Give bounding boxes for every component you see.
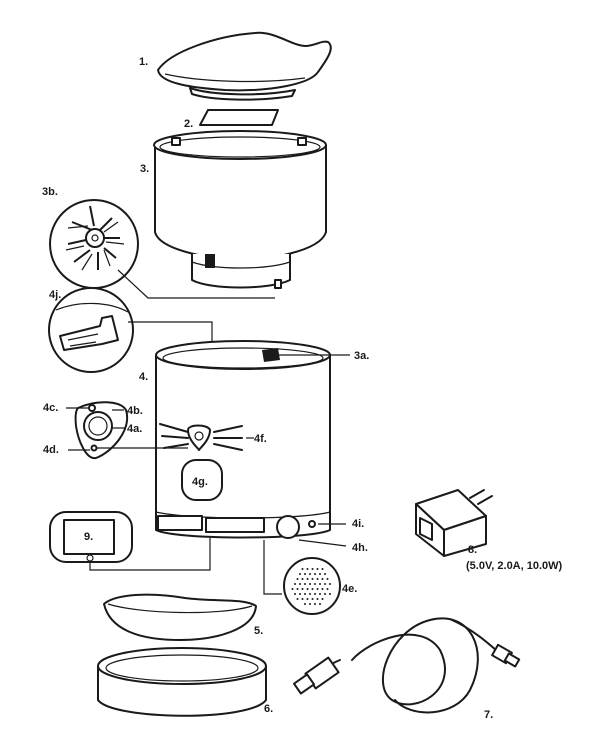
speaker-detail-callout — [263, 540, 341, 615]
usb-charger-part — [415, 489, 493, 557]
speaker-hole — [314, 573, 316, 575]
food-bowl-part — [103, 593, 257, 641]
rotor-detail-callout — [49, 199, 275, 299]
label-8-spec: (5.0V, 2.0A, 10.0W) — [466, 560, 563, 572]
label-4i: 4i. — [352, 518, 364, 530]
label-4a: 4a. — [127, 423, 142, 435]
speaker-hole — [324, 583, 326, 585]
label-9: 9. — [84, 531, 93, 543]
battery-box-callout — [49, 511, 211, 571]
speaker-hole — [301, 568, 304, 570]
label-4j: 4j. — [49, 289, 61, 301]
speaker-hole — [321, 598, 324, 600]
speaker-hole — [294, 593, 296, 595]
speaker-hole — [321, 588, 324, 590]
label-4e: 4e. — [342, 583, 357, 595]
hook-detail-callout — [48, 287, 213, 373]
speaker-hole — [319, 593, 321, 595]
speaker-hole — [296, 588, 299, 590]
speaker-hole — [314, 603, 316, 605]
label-4g: 4g. — [192, 476, 208, 488]
speaker-hole — [301, 598, 304, 600]
speaker-hole — [309, 583, 311, 585]
label-4b: 4b. — [127, 405, 143, 417]
label-3a: 3a. — [354, 350, 369, 362]
speaker-hole — [324, 593, 326, 595]
speaker-hole — [326, 578, 329, 580]
speaker-hole — [299, 573, 301, 575]
label-6: 6. — [264, 703, 273, 715]
speaker-hole — [314, 593, 316, 595]
label-4: 4. — [139, 371, 148, 383]
speaker-hole — [329, 593, 331, 595]
speaker-hole — [304, 573, 306, 575]
speaker-hole — [316, 598, 319, 600]
speaker-hole — [314, 583, 316, 585]
speaker-hole — [316, 568, 319, 570]
speaker-hole — [319, 573, 321, 575]
label-3: 3. — [140, 163, 149, 175]
speaker-hole — [324, 573, 326, 575]
bowl-base-part — [97, 647, 267, 717]
label-3b: 3b. — [42, 186, 58, 198]
speaker-hole — [329, 583, 331, 585]
desiccant-pad-part — [199, 109, 279, 126]
speaker-hole — [306, 588, 309, 590]
speaker-hole — [299, 593, 301, 595]
speaker-hole — [301, 578, 304, 580]
speaker-hole — [319, 583, 321, 585]
speaker-hole — [304, 593, 306, 595]
speaker-hole — [301, 588, 304, 590]
label-4f: 4f. — [254, 433, 267, 445]
speaker-hole — [309, 593, 311, 595]
speaker-hole — [321, 568, 324, 570]
speaker-hole — [316, 578, 319, 580]
speaker-hole — [311, 568, 314, 570]
speaker-hole — [306, 568, 309, 570]
label-4h: 4h. — [352, 542, 368, 554]
speaker-hole — [309, 603, 311, 605]
speaker-hole — [304, 603, 306, 605]
speaker-hole — [306, 598, 309, 600]
speaker-hole — [304, 583, 306, 585]
speaker-hole — [319, 603, 321, 605]
food-container-part — [153, 130, 327, 289]
label-5: 5. — [254, 625, 263, 637]
speaker-hole — [311, 578, 314, 580]
speaker-hole — [316, 588, 319, 590]
label-1: 1. — [139, 56, 148, 68]
speaker-hole — [306, 578, 309, 580]
speaker-hole — [321, 578, 324, 580]
label-4d: 4d. — [43, 444, 59, 456]
main-base-part — [155, 340, 350, 547]
speaker-hole — [326, 588, 329, 590]
speaker-hole — [309, 573, 311, 575]
label-2: 2. — [184, 118, 193, 130]
label-4c: 4c. — [43, 402, 58, 414]
speaker-hole — [294, 583, 296, 585]
control-panel-detail — [66, 401, 188, 460]
speaker-hole — [296, 598, 299, 600]
speaker-hole — [296, 578, 299, 580]
speaker-hole — [299, 583, 301, 585]
speaker-grille — [291, 568, 331, 605]
lid-part — [157, 31, 332, 101]
usb-cable-part — [293, 617, 521, 714]
label-7: 7. — [484, 709, 493, 721]
speaker-hole — [311, 588, 314, 590]
speaker-hole — [311, 598, 314, 600]
label-8: 8. — [468, 544, 477, 556]
speaker-hole — [291, 588, 294, 590]
